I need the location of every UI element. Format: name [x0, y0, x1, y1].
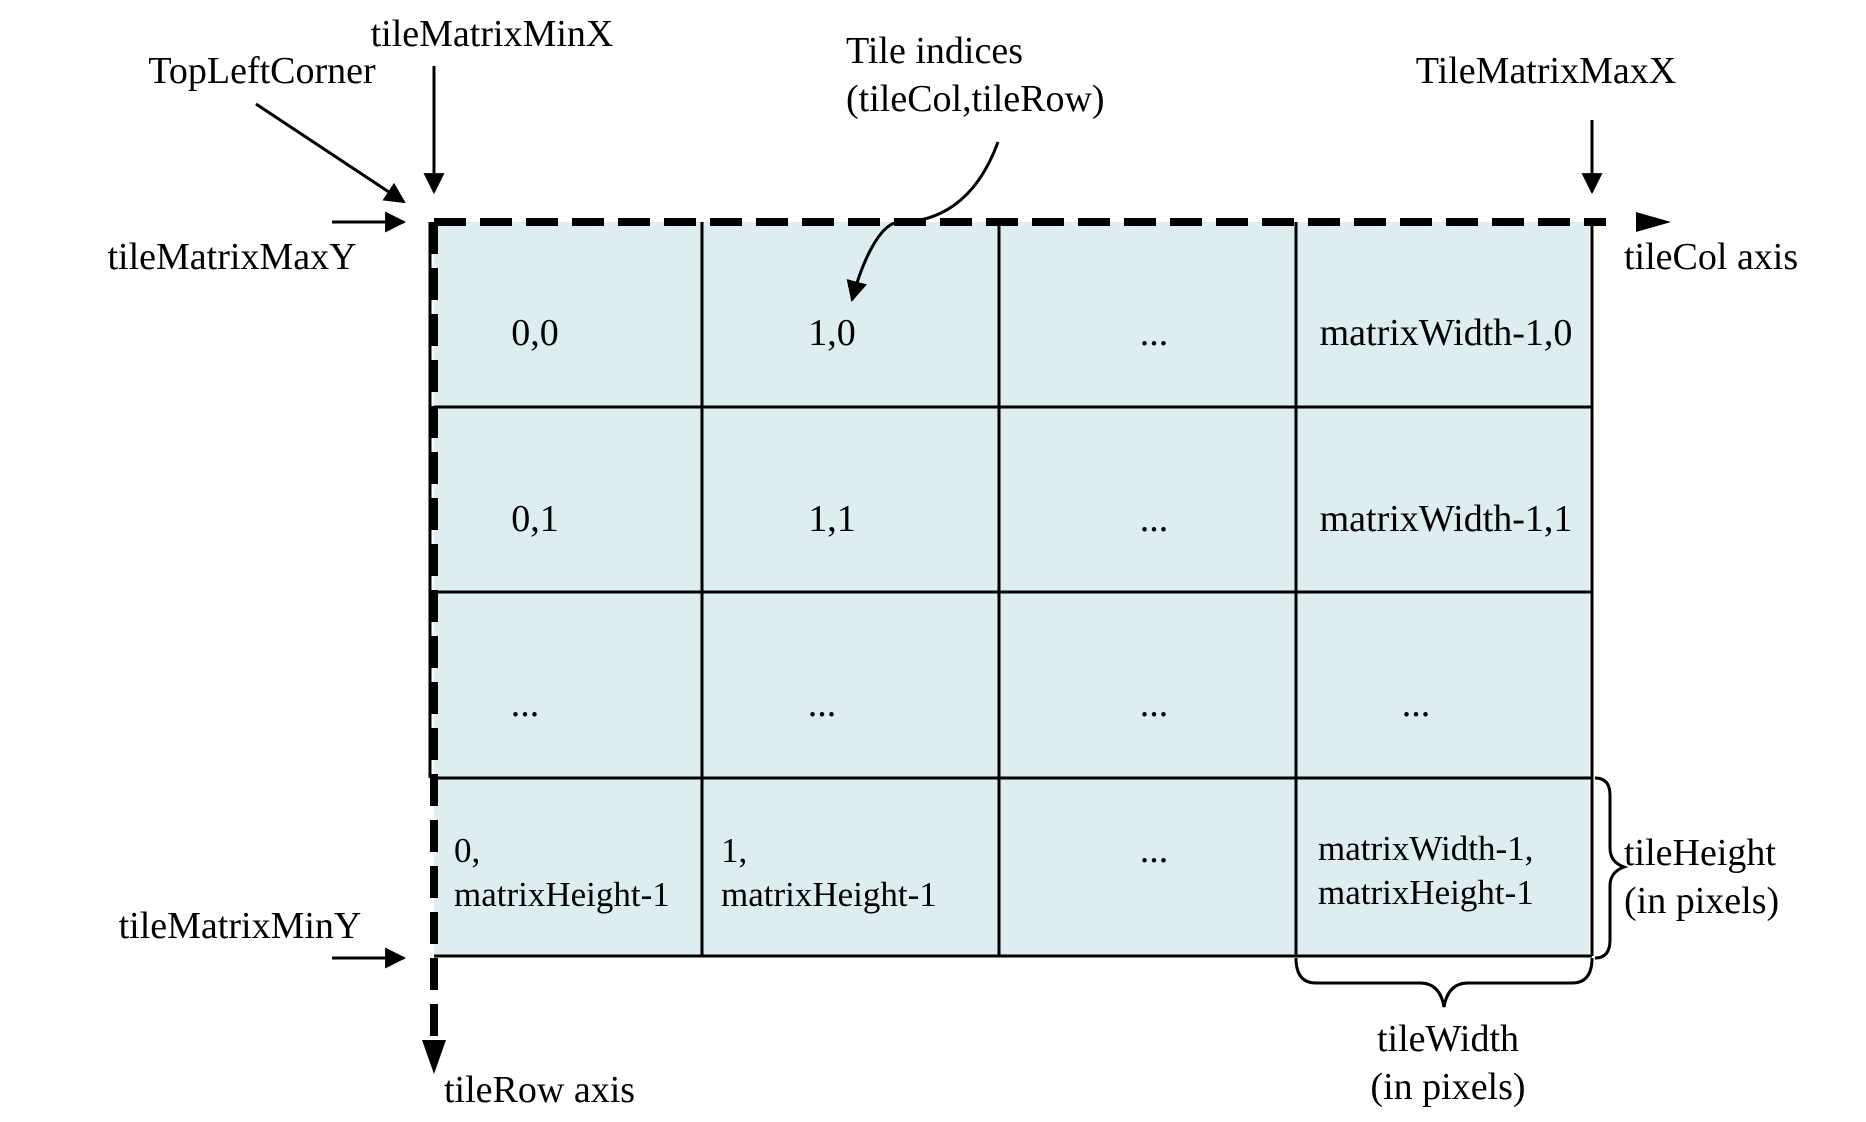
tile-indices-label-line2: (tileCol,tileRow) [846, 78, 1105, 120]
top-left-corner-label: TopLeftCorner [148, 50, 376, 92]
tile-cell-ellipsis-1: ... [1140, 498, 1169, 540]
tile-cell-ellipsis-row-3: ... [1402, 683, 1431, 725]
tile-matrix-min-y-label: tileMatrixMinY [119, 905, 362, 947]
tile-cell-last-last-line2: matrixHeight-1 [1318, 873, 1534, 912]
tile-row-axis-label: tileRow axis [444, 1069, 635, 1111]
tile-cell-1-last-line1: 1, [721, 831, 747, 870]
tile-matrix-area [434, 222, 1589, 956]
tile-col-axis-arrowhead [1636, 212, 1671, 232]
tile-col-axis-label: tileCol axis [1624, 236, 1798, 278]
tile-row-axis-arrowhead [422, 1040, 446, 1074]
tile-cell-0-last-line2: matrixHeight-1 [454, 875, 670, 914]
tile-cell-last-1: matrixWidth-1,1 [1320, 498, 1573, 540]
tile-matrix-max-y-label: tileMatrixMaxY [107, 236, 356, 278]
tile-matrix-min-x-label: tileMatrixMinX [371, 13, 614, 55]
tile-cell-ellipsis-row-1: ... [808, 683, 837, 725]
tile-cell-1-last-line2: matrixHeight-1 [721, 875, 937, 914]
tile-cell-ellipsis-row-0: ... [511, 683, 540, 725]
tile-height-label-line1: tileHeight [1624, 832, 1776, 874]
tile-height-label-line2: (in pixels) [1624, 880, 1779, 922]
tile-cell-0-last-line1: 0, [454, 831, 480, 870]
tile-height-brace [1594, 776, 1629, 960]
tile-cell-ellipsis-row-2: ... [1140, 683, 1169, 725]
tile-cell-ellipsis-last: ... [1140, 829, 1169, 871]
tile-cell-last-0: matrixWidth-1,0 [1320, 312, 1573, 354]
tile-cell-0-0: 0,0 [511, 312, 559, 354]
tile-matrix-max-x-label: TileMatrixMaxX [1416, 50, 1676, 92]
tile-cell-last-last-line1: matrixWidth-1, [1318, 829, 1533, 868]
tile-width-label-line1: tileWidth [1377, 1018, 1519, 1060]
tile-indices-label-line1: Tile indices [846, 30, 1023, 72]
tile-width-brace [1294, 957, 1594, 1008]
tile-indices-arrow [846, 141, 1000, 303]
tile-cell-1-0: 1,0 [808, 312, 856, 354]
tile-width-label-line2: (in pixels) [1370, 1066, 1525, 1108]
tile-cell-ellipsis-0: ... [1140, 312, 1169, 354]
tile-cell-1-1: 1,1 [808, 498, 856, 540]
tile-cell-0-1: 0,1 [511, 498, 559, 540]
top-left-corner-arrow [255, 102, 406, 204]
